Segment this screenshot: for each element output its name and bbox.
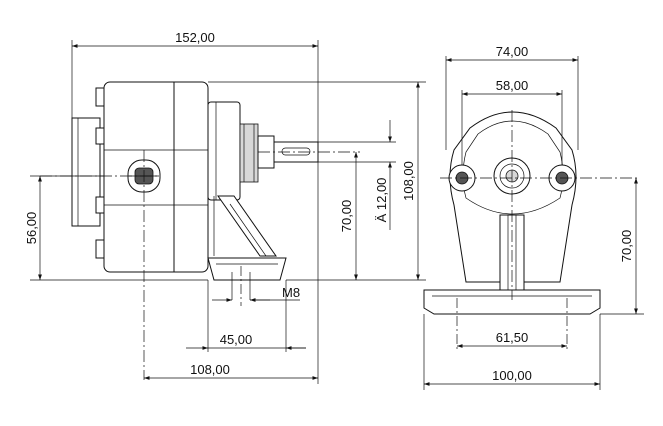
dim-base-width: 100,00 (492, 368, 532, 383)
mounting-bracket (217, 195, 277, 257)
dim-left-height: 56,00 (24, 212, 39, 245)
dim-thread: M8 (282, 285, 300, 300)
dim-bolt-spacing: 58,00 (496, 78, 529, 93)
dim-shaft-diameter: Ä 12,00 (374, 178, 389, 223)
dim-overall-length: 152,00 (175, 30, 215, 45)
shaft-keyway (281, 147, 311, 156)
front-dimensions: 74,00 58,00 70,00 61,50 100,00 (423, 44, 644, 390)
seal-nut (239, 123, 259, 183)
mounting-foot (207, 257, 287, 281)
bolt-head-1 (95, 87, 105, 107)
dim-front-width: 74,00 (496, 44, 529, 59)
dim-hole-spacing: 61,50 (496, 330, 529, 345)
side-view (40, 81, 360, 380)
rear-cover (71, 117, 101, 227)
bolt-head-2 (95, 127, 105, 145)
front-view (423, 110, 640, 350)
dim-shaft-height: 70,00 (339, 200, 354, 233)
dim-front-shaft-height: 70,00 (619, 230, 634, 263)
dim-foot-span: 45,00 (220, 332, 253, 347)
bolt-head-3 (95, 196, 105, 214)
side-dimensions: 152,00 56,00 70,00 Ä 12,00 108,00 M8 45, (24, 30, 426, 384)
dim-total-height: 108,00 (401, 161, 416, 201)
dim-base-length: 108,00 (190, 362, 230, 377)
bolt-head-4 (95, 239, 105, 259)
front-flange (207, 101, 241, 201)
